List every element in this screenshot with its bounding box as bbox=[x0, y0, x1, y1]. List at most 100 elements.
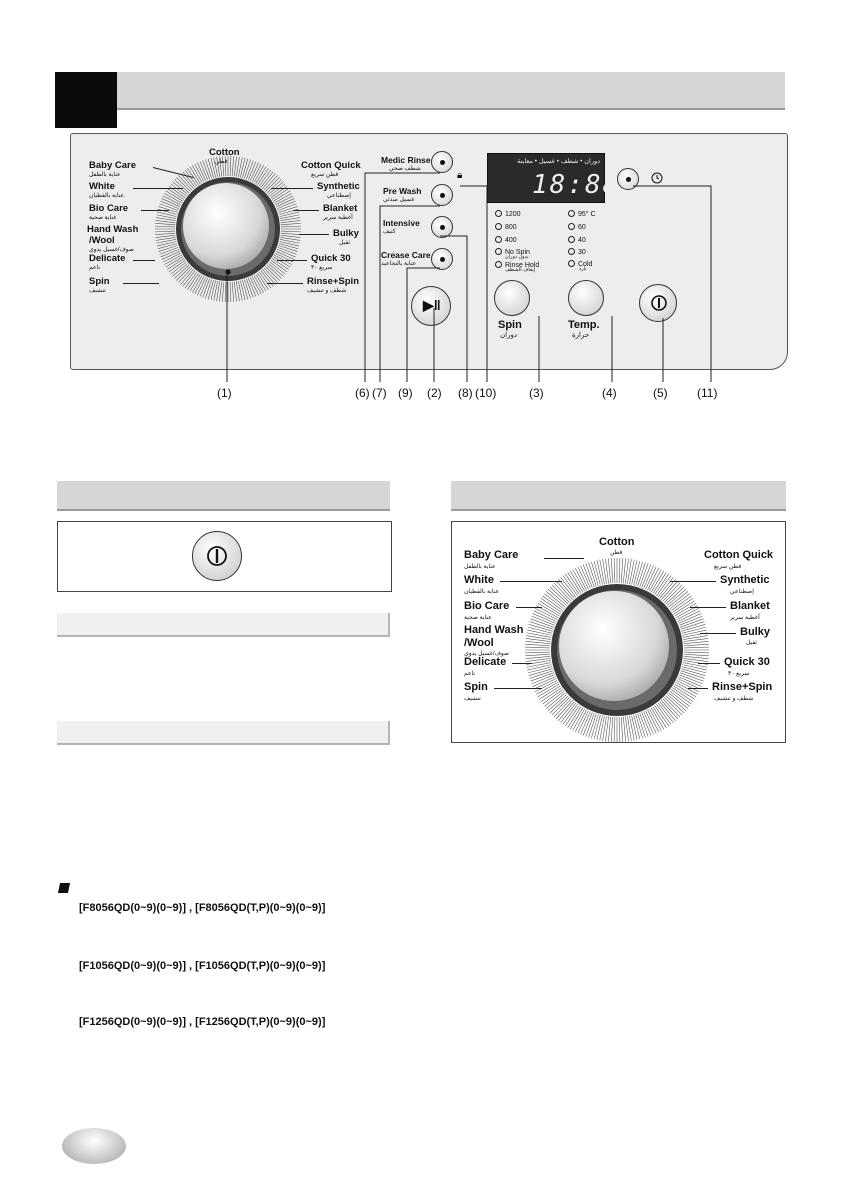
dial-tick bbox=[257, 168, 269, 186]
dial-tick bbox=[662, 698, 681, 718]
dial-tick bbox=[677, 678, 701, 690]
dial-tick bbox=[542, 689, 563, 705]
callout-5: (5) bbox=[653, 386, 668, 400]
dial-tick bbox=[159, 247, 179, 255]
temp-button-sublabel: حرارة bbox=[572, 332, 590, 339]
program-dial[interactable] bbox=[153, 154, 303, 304]
dial-tick bbox=[645, 566, 657, 590]
dial-tick bbox=[216, 281, 221, 302]
dial-tick bbox=[180, 173, 194, 189]
dial-tick bbox=[647, 567, 660, 591]
dial-tick bbox=[625, 558, 629, 584]
dial-tick bbox=[263, 175, 278, 191]
leader-line bbox=[133, 188, 183, 189]
temp-button[interactable] bbox=[568, 280, 604, 316]
option-label-intensive: Intensive bbox=[383, 218, 420, 228]
dial-tick bbox=[567, 572, 582, 594]
callout-1: (1) bbox=[217, 386, 232, 400]
leader-line bbox=[123, 283, 159, 284]
section-header-bar bbox=[117, 72, 785, 110]
dial-tick bbox=[681, 666, 707, 674]
spin-option: Rinse Hold bbox=[495, 261, 539, 269]
program-label-bio-care: Bio Care bbox=[89, 203, 129, 214]
dial-tick bbox=[187, 272, 199, 290]
dial-tick bbox=[161, 198, 180, 208]
dial-tick bbox=[534, 607, 558, 620]
callout-10: (10) bbox=[475, 386, 497, 400]
dial-tick bbox=[539, 685, 561, 700]
program-sublabel-white: عناية بالقطيان bbox=[89, 193, 125, 199]
dial-tick bbox=[162, 252, 181, 263]
dial-tick bbox=[620, 558, 624, 584]
medic-rinse-button[interactable] bbox=[431, 151, 453, 173]
pre-wash-button[interactable] bbox=[431, 184, 453, 206]
leader-line bbox=[267, 283, 303, 284]
dial-tick bbox=[633, 560, 641, 586]
dial-tick bbox=[585, 712, 595, 737]
dial-tick bbox=[544, 690, 565, 707]
dial-tick bbox=[585, 563, 595, 588]
power-button[interactable] bbox=[639, 284, 677, 322]
dial-tick bbox=[525, 653, 551, 657]
program-sublabel-cotton-quick: قطن سريع bbox=[714, 564, 742, 570]
dial-tick bbox=[526, 635, 551, 640]
dial-tick bbox=[280, 236, 301, 241]
dial-tick bbox=[194, 276, 205, 295]
dial-tick bbox=[279, 239, 300, 244]
display-digits: 18:88 bbox=[532, 170, 621, 200]
dial-tick bbox=[158, 245, 178, 252]
dial-tick bbox=[246, 278, 254, 298]
dial-tick bbox=[240, 280, 246, 301]
dial-tick bbox=[528, 668, 553, 676]
dial-tick bbox=[251, 276, 262, 295]
dial-tick bbox=[155, 222, 176, 226]
program-dial-figure: Cotton قطن Baby Care عناية بالطفل White … bbox=[451, 521, 786, 743]
dial-tick bbox=[627, 559, 632, 584]
dial-tick bbox=[530, 672, 555, 682]
model-number-line: [F1256QD(0~9)(0~9)] , [F1256QD(T,P)(0~9)… bbox=[79, 1016, 326, 1028]
program-label-synthetic: Synthetic bbox=[720, 574, 770, 586]
dial-tick bbox=[156, 241, 177, 247]
dial-tick bbox=[231, 156, 235, 177]
callout-8: (8) bbox=[458, 386, 473, 400]
dial-tick bbox=[620, 716, 624, 742]
dial-tick bbox=[534, 680, 558, 693]
dial-tick bbox=[167, 258, 185, 270]
crease-care-button[interactable] bbox=[431, 248, 453, 270]
dial-tick bbox=[224, 156, 227, 177]
dial-tick bbox=[625, 716, 629, 742]
dial-tick bbox=[278, 243, 299, 250]
dial-tick bbox=[532, 676, 556, 687]
intensive-button[interactable] bbox=[431, 216, 453, 238]
dial-tick bbox=[683, 638, 709, 642]
leader-line bbox=[500, 581, 562, 582]
dial-tick bbox=[525, 658, 551, 662]
dial-tick bbox=[210, 280, 216, 301]
spin-button[interactable] bbox=[494, 280, 530, 316]
dial-tick bbox=[635, 561, 643, 586]
power-off-subheader bbox=[57, 721, 390, 745]
dial-tick bbox=[591, 561, 599, 586]
dial-tick bbox=[160, 200, 180, 209]
dial-tick bbox=[629, 715, 635, 741]
dial-tick bbox=[574, 709, 587, 733]
dial-tick bbox=[271, 258, 289, 270]
program-label-baby-care: Baby Care bbox=[89, 160, 136, 171]
dial-tick bbox=[258, 271, 272, 289]
program-sublabel-bio-care: عناية صحية bbox=[89, 215, 117, 221]
dial-tick bbox=[645, 710, 657, 734]
dial-tick bbox=[221, 281, 225, 302]
dial-tick bbox=[260, 171, 274, 188]
program-sublabel-synthetic: إصطناعي bbox=[730, 589, 754, 595]
dial-tick bbox=[202, 278, 210, 298]
dial-tick bbox=[593, 560, 601, 586]
dial-tick bbox=[275, 195, 294, 206]
dial-tick bbox=[555, 700, 573, 720]
dial-tick bbox=[650, 707, 665, 730]
start-pause-button[interactable]: ▶︎‖ bbox=[411, 286, 451, 326]
dial-tick bbox=[280, 217, 301, 222]
dial-tick bbox=[197, 162, 207, 181]
dial-tick bbox=[608, 558, 611, 584]
delay-end-button[interactable] bbox=[617, 168, 639, 190]
temp-button-label: Temp. bbox=[568, 319, 600, 331]
